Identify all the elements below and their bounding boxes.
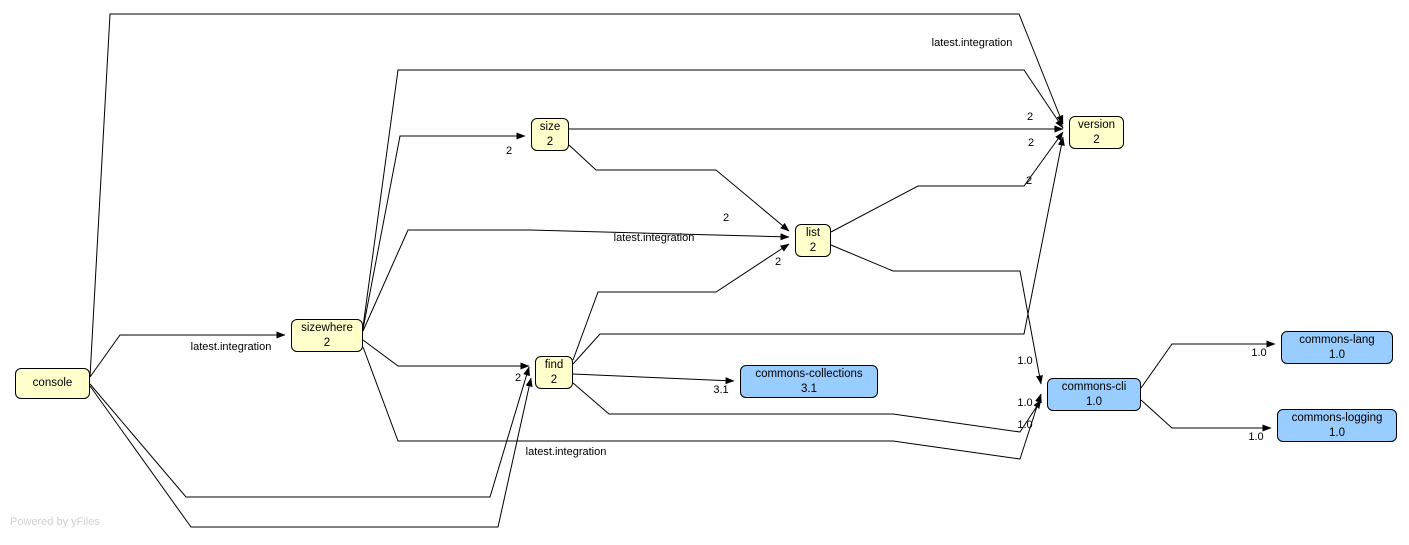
edge-label: latest.integration [191,341,272,353]
node-name-label: commons-lang [1299,334,1375,347]
edge-label: 1.0 [1248,431,1263,443]
edge-list-to-commons-cli [830,244,1043,385]
edge-console-to-version [89,13,1064,378]
node-name-label: find [544,359,564,372]
edge-sizewhere-to-version [362,69,1064,328]
yfiles-watermark: Powered by yFiles [10,516,100,528]
edge-label: latest.integration [526,446,607,458]
edge-sizewhere-to-find [362,339,530,370]
node-version-label: 3.1 [801,382,817,395]
edge-label: 1.0 [1017,397,1032,409]
node-version-label: 1.0 [1329,426,1345,439]
edge-label: latest.integration [932,37,1013,49]
node-version-label: 2 [1093,133,1100,146]
node-version-label: 1.0 [1329,348,1345,361]
node-name-label: list [805,227,821,240]
edge-sizewhere-to-list [362,229,790,332]
edge-commons-cli-to-commons-lang [1140,340,1276,389]
graph-node-console[interactable]: console [15,368,90,399]
edge-console-to-find [89,366,530,498]
edge-list-to-version [830,131,1064,233]
edge-label: 2 [775,256,781,268]
node-name-label: commons-logging [1291,412,1383,425]
node-name-label: size [539,121,561,134]
node-name-label: console [32,377,73,390]
node-version-label: 2 [809,241,817,254]
edge-label: 3.1 [713,384,728,396]
edge-commons-cli-to-commons-logging [1140,399,1272,432]
edge-find-to-commons-collections [572,373,735,385]
edge-label: latest.integration [614,232,695,244]
edge-label: 2 [1026,175,1032,187]
edge-size-to-list [568,144,790,232]
edge-sizewhere-to-commons-cli [362,346,1042,460]
edge-label: 2 [1028,137,1034,149]
node-name-label: commons-cli [1061,381,1127,394]
node-version-label: 2 [323,336,331,349]
edge-console-to-find [89,377,533,528]
edge-label: 2 [1027,111,1033,123]
edge-find-to-version [572,136,1065,365]
edge-label: 2 [515,372,521,384]
edge-find-to-commons-cli [572,382,1042,433]
edge-label: 2 [506,145,512,157]
edge-sizewhere-to-size [362,132,526,330]
edges-group [89,13,1276,528]
edge-console-to-sizewhere [89,331,286,378]
node-version-label: 1.0 [1086,395,1102,408]
edge-label: 2 [723,212,729,224]
node-name-label: version [1077,119,1116,132]
edge-labels-group: latest.integration latest.integration late… [191,37,1267,458]
edge-label: 1.0 [1017,355,1032,367]
edge-label: 1.0 [1251,347,1266,359]
node-name-label: commons-collections [755,368,863,381]
node-name-label: sizewhere [301,322,353,335]
node-version-label: 2 [550,373,558,386]
edge-find-to-list [572,243,790,361]
edge-label: 1.0 [1017,419,1032,431]
node-version-label: 2 [546,135,554,148]
